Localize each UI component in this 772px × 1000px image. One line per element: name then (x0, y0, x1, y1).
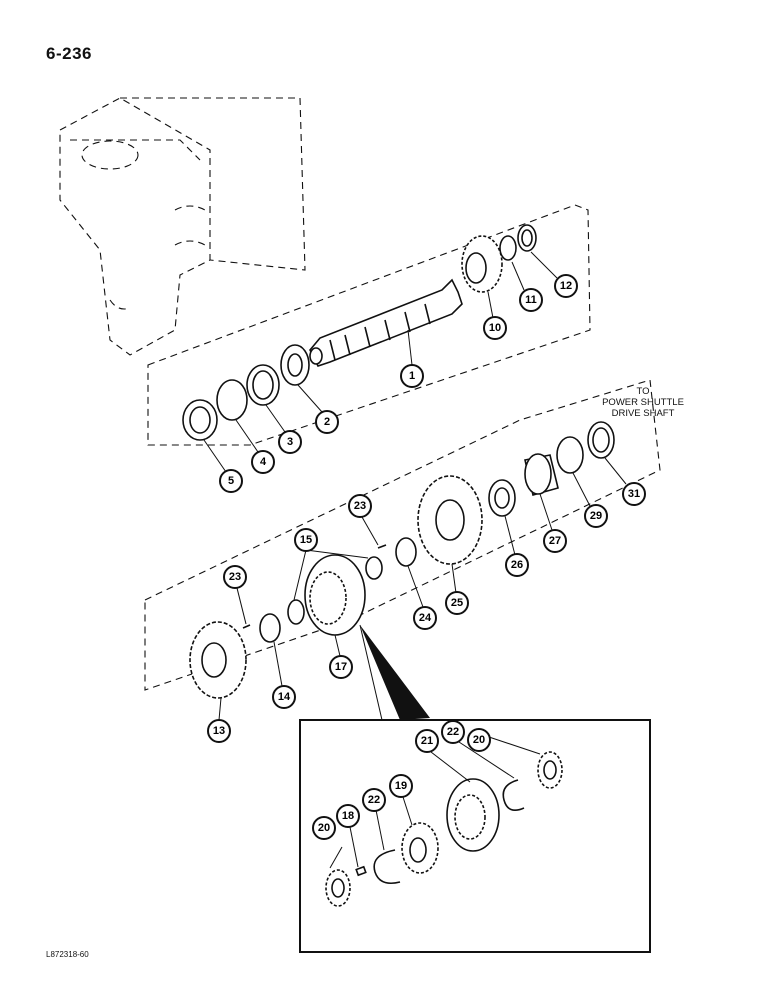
sync-sleeve (446, 778, 500, 852)
forward-gear-large (417, 475, 483, 565)
reverse-gear (189, 621, 247, 699)
snap-ring-rear (556, 436, 584, 474)
needle-bearing-right (395, 537, 417, 567)
svg-text:23: 23 (354, 500, 366, 512)
lower-group-outline (144, 379, 661, 691)
svg-text:20: 20 (318, 822, 330, 834)
callout-22-right: 22 (441, 720, 465, 744)
callout-18: 18 (336, 804, 360, 828)
callout-22-left: 22 (362, 788, 386, 812)
roll-pin-left (242, 624, 251, 629)
sync-spring-right (502, 779, 525, 811)
svg-text:22: 22 (447, 726, 459, 738)
svg-text:10: 10 (489, 322, 501, 334)
callout-13: 13 (207, 719, 231, 743)
callout-25: 25 (445, 591, 469, 615)
end-bearing (517, 224, 537, 252)
shaft-seal (182, 399, 218, 441)
upper-group-outline (147, 204, 591, 446)
svg-text:25: 25 (451, 597, 463, 609)
svg-text:12: 12 (560, 280, 572, 292)
thrust-washer-right (365, 556, 383, 580)
callout-17: 17 (329, 655, 353, 679)
callout-10: 10 (483, 316, 507, 340)
note-line-1: TO (636, 386, 650, 397)
bearing-cup-rear (524, 453, 559, 496)
roll-pin-right (377, 544, 387, 549)
bearing-cone-rear (488, 479, 516, 517)
svg-text:14: 14 (278, 691, 291, 703)
svg-text:13: 13 (213, 725, 225, 737)
callout-20-left: 20 (312, 816, 336, 840)
callout-20-right: 20 (467, 728, 491, 752)
callout-23-lower: 23 (223, 565, 247, 589)
blocker-ring-right (537, 751, 563, 789)
rear-seal (587, 421, 615, 459)
svg-text:2: 2 (324, 416, 330, 428)
svg-text:20: 20 (473, 734, 485, 746)
callout-5: 5 (219, 469, 243, 493)
svg-text:19: 19 (395, 780, 407, 792)
drawing-code: L872318-60 (46, 950, 89, 959)
svg-text:17: 17 (335, 661, 347, 673)
callout-23-upper: 23 (348, 494, 372, 518)
note-line-3: DRIVE SHAFT (611, 408, 675, 419)
callout-31: 31 (622, 482, 646, 506)
callout-4: 4 (251, 450, 275, 474)
svg-text:3: 3 (287, 436, 293, 448)
note-line-2: POWER SHUTTLE (602, 397, 684, 408)
snap-ring (216, 379, 248, 421)
callout-12: 12 (554, 274, 578, 298)
synchronizer-assembly (304, 554, 366, 636)
sync-spring-left (373, 849, 401, 885)
transmission-housing (59, 97, 306, 356)
svg-text:1: 1 (409, 370, 415, 382)
sync-key (355, 865, 367, 877)
svg-text:22: 22 (368, 794, 380, 806)
callout-15: 15 (294, 528, 318, 552)
callout-11: 11 (519, 288, 543, 312)
svg-text:15: 15 (300, 534, 312, 546)
callout-21: 21 (415, 729, 439, 753)
callout-26: 26 (505, 553, 529, 577)
callout-24: 24 (413, 606, 437, 630)
bearing-cone (280, 344, 310, 386)
drive-gear-small (461, 235, 503, 293)
svg-text:24: 24 (419, 612, 432, 624)
svg-text:4: 4 (260, 456, 267, 468)
svg-text:26: 26 (511, 559, 523, 571)
svg-text:11: 11 (525, 294, 537, 306)
svg-text:27: 27 (549, 535, 561, 547)
blocker-ring-left (325, 869, 351, 907)
power-shuttle-note: TO POWER SHUTTLE DRIVE SHAFT (588, 386, 698, 419)
svg-text:5: 5 (228, 475, 234, 487)
retaining-ring (499, 235, 517, 261)
bearing-cup (246, 364, 280, 406)
detail-pointer (360, 625, 430, 720)
svg-text:31: 31 (628, 488, 640, 500)
main-shaft (309, 278, 463, 367)
sync-hub (401, 822, 439, 874)
svg-text:29: 29 (590, 510, 602, 522)
svg-text:21: 21 (421, 735, 433, 747)
svg-text:18: 18 (342, 810, 354, 822)
thrust-washer-left (287, 599, 305, 625)
callout-1: 1 (400, 364, 424, 388)
svg-text:23: 23 (229, 571, 241, 583)
callout-3: 3 (278, 430, 302, 454)
callout-29: 29 (584, 504, 608, 528)
callout-2: 2 (315, 410, 339, 434)
callout-27: 27 (543, 529, 567, 553)
callout-14: 14 (272, 685, 296, 709)
leader-lines (203, 251, 627, 869)
needle-bearing-left (259, 613, 281, 643)
callout-19: 19 (389, 774, 413, 798)
page-number: 6-236 (46, 44, 92, 63)
